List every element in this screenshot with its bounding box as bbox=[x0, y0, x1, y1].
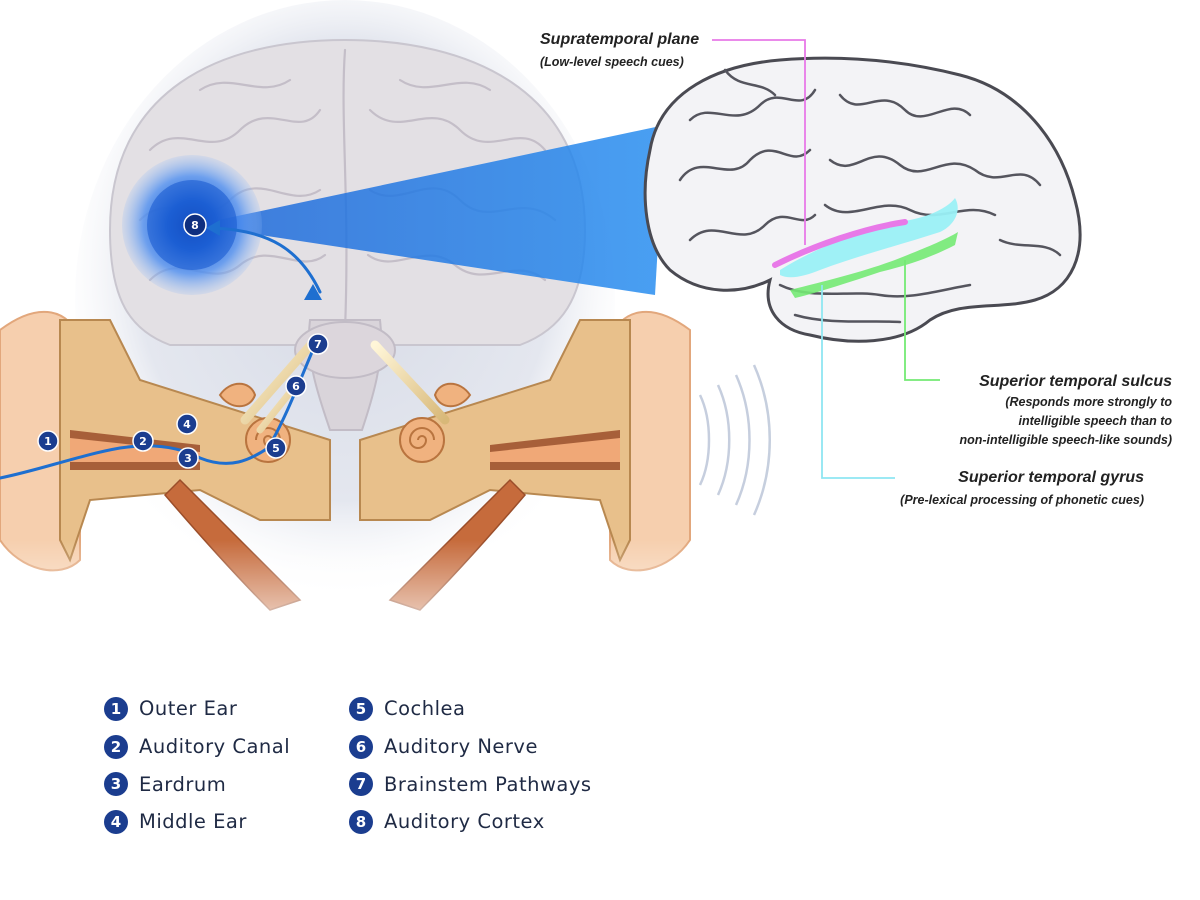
legend-item: 1 Outer Ear bbox=[104, 690, 290, 728]
legend-label: Auditory Cortex bbox=[384, 810, 545, 834]
svg-text:5: 5 bbox=[272, 442, 280, 455]
marker-8: 8 bbox=[183, 213, 207, 237]
legend-number-badge: 2 bbox=[104, 734, 128, 759]
marker-7: 7 bbox=[307, 333, 329, 355]
callout-supratemporal-plane: Supratemporal plane (Low-level speech cu… bbox=[540, 31, 699, 72]
callout-superior-temporal-sulcus: Superior temporal sulcus (Responds more … bbox=[880, 373, 1172, 450]
legend-number-badge: 8 bbox=[349, 809, 373, 834]
signal-arrow-cortex bbox=[206, 220, 220, 236]
marker-5: 5 bbox=[265, 437, 287, 459]
legend-label: Middle Ear bbox=[139, 810, 247, 834]
legend-item: 6 Auditory Nerve bbox=[349, 728, 592, 766]
svg-text:3: 3 bbox=[184, 452, 192, 465]
legend-item: 7 Brainstem Pathways bbox=[349, 765, 592, 803]
superior-temporal-gyrus-title: Superior temporal gyrus bbox=[958, 469, 1144, 486]
supratemporal-plane-subtitle: (Low-level speech cues) bbox=[540, 55, 684, 69]
superior-temporal-sulcus-subtitle: (Responds more strongly to intelligible … bbox=[959, 395, 1172, 447]
svg-text:1: 1 bbox=[44, 435, 52, 448]
legend-label: Outer Ear bbox=[139, 697, 238, 721]
leader-lines bbox=[712, 39, 940, 479]
lateral-brain-illustration bbox=[643, 56, 1082, 343]
legend-label: Auditory Nerve bbox=[384, 735, 538, 759]
leader-superior-temporal-gyrus bbox=[821, 285, 895, 479]
legend-label: Cochlea bbox=[384, 697, 466, 721]
legend-column-2: 5 Cochlea 6 Auditory Nerve 7 Brainstem Path… bbox=[349, 690, 592, 841]
svg-text:6: 6 bbox=[292, 380, 300, 393]
legend-item: 8 Auditory Cortex bbox=[349, 803, 592, 841]
svg-text:4: 4 bbox=[183, 418, 191, 431]
head-illustration bbox=[75, 0, 615, 600]
svg-text:2: 2 bbox=[139, 435, 147, 448]
legend-item: 2 Auditory Canal bbox=[104, 728, 290, 766]
projection-beam bbox=[195, 125, 665, 295]
leader-supratemporal-plane bbox=[712, 39, 806, 245]
legend-item: 5 Cochlea bbox=[349, 690, 592, 728]
svg-text:7: 7 bbox=[314, 338, 322, 351]
callout-superior-temporal-gyrus: Superior temporal gyrus (Pre-lexical pro… bbox=[862, 469, 1144, 510]
marker-1: 1 bbox=[37, 430, 59, 452]
legend-number-badge: 6 bbox=[349, 734, 373, 759]
legend-number-badge: 4 bbox=[104, 809, 128, 834]
legend-label: Auditory Canal bbox=[139, 735, 291, 759]
superior-temporal-gyrus-subtitle: (Pre-lexical processing of phonetic cues… bbox=[900, 493, 1144, 507]
sound-wave-arcs bbox=[698, 364, 771, 516]
superior-temporal-sulcus-title: Superior temporal sulcus bbox=[979, 373, 1172, 390]
svg-text:8: 8 bbox=[191, 219, 199, 232]
marker-4: 4 bbox=[176, 413, 198, 435]
diagram-markers: 1 2 3 4 5 6 7 8 bbox=[37, 213, 329, 469]
legend-number-badge: 3 bbox=[104, 772, 128, 797]
signal-arrow-up bbox=[304, 284, 322, 300]
legend-number-badge: 7 bbox=[349, 772, 373, 797]
legend-item: 4 Middle Ear bbox=[104, 803, 290, 841]
legend-number-badge: 1 bbox=[104, 696, 128, 721]
legend-column-1: 1 Outer Ear 2 Auditory Canal 3 Eardrum 4 Mid… bbox=[104, 690, 290, 841]
marker-2: 2 bbox=[132, 430, 154, 452]
marker-3: 3 bbox=[177, 447, 199, 469]
supratemporal-plane-title: Supratemporal plane bbox=[540, 31, 700, 48]
legend-label: Brainstem Pathways bbox=[384, 772, 592, 796]
leader-superior-temporal-sulcus bbox=[904, 260, 940, 381]
legend-label: Eardrum bbox=[139, 772, 227, 796]
legend-number-badge: 5 bbox=[349, 696, 373, 721]
marker-6: 6 bbox=[285, 375, 307, 397]
legend-item: 3 Eardrum bbox=[104, 765, 290, 803]
